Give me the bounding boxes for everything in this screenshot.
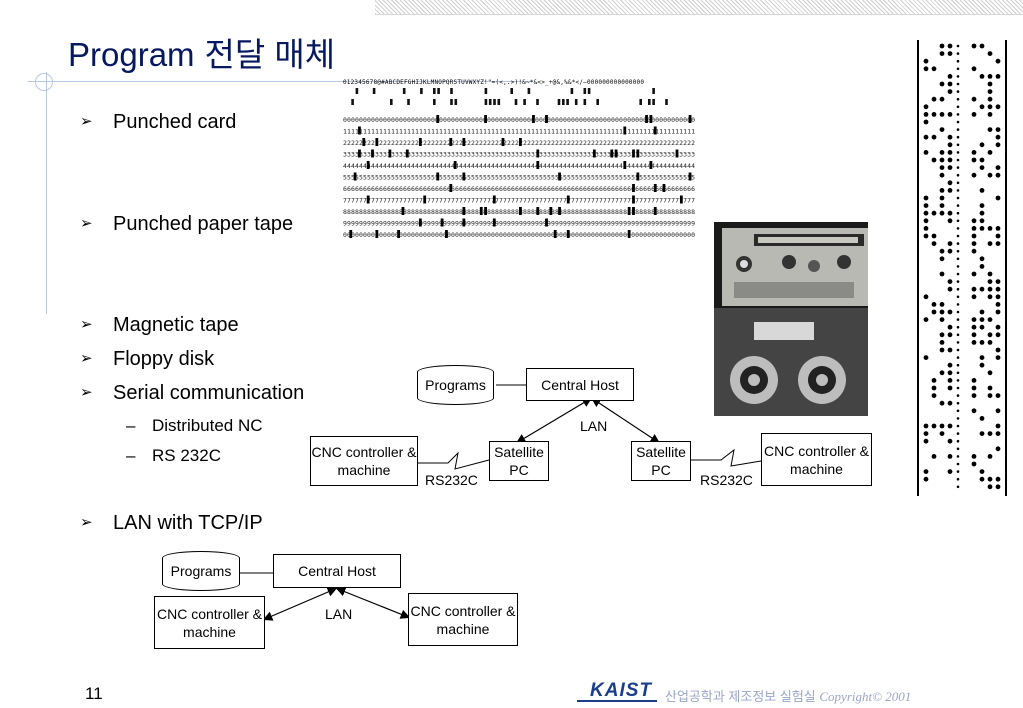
- diagram2-connectors: [240, 572, 411, 621]
- diagram1-connectors: [418, 384, 762, 470]
- arrow-bullet-icon: ➢: [80, 113, 93, 130]
- logo-underline: [577, 700, 657, 702]
- diagram1-satellite-left: Satellite PC: [489, 441, 549, 481]
- diagram2-central-host: Central Host: [273, 554, 401, 588]
- bullet-floppy: ➢ Floppy disk: [80, 348, 214, 371]
- diagram2-cnc-right: CNC controller & machine: [408, 593, 518, 646]
- bullet-label: LAN with TCP/IP: [113, 512, 263, 534]
- sub-bullet-label: Distributed NC: [152, 416, 263, 435]
- arrow-bullet-icon: ➢: [80, 384, 93, 401]
- svg-text:000000000000000000000000000000: 0000000000000000000000000000000000000000…: [343, 231, 695, 239]
- bullet-punched-card: ➢ Punched card: [80, 111, 236, 134]
- footer-credit: 산업공학과 제조정보 실험실 Copyright© 2001: [665, 686, 911, 705]
- bullet-serial: ➢ Serial communication: [80, 382, 304, 405]
- arrow-bullet-icon: ➢: [80, 316, 93, 333]
- footer-lab: 산업공학과 제조정보 실험실: [665, 689, 816, 704]
- diagram1-rs232c-left: RS232C: [425, 472, 478, 488]
- arrow-bullet-icon: ➢: [80, 350, 93, 367]
- bullet-label: Punched card: [113, 111, 237, 133]
- diagram1-cnc-right: CNC controller & machine: [761, 433, 872, 486]
- svg-text:999999999999999999999999999999: 9999999999999999999999999999999999999999…: [343, 220, 695, 228]
- bullet-punched-tape: ➢ Punched paper tape: [80, 213, 293, 236]
- diagram2-cnc-left: CNC controller & machine: [154, 596, 265, 649]
- bullet-label: Punched paper tape: [113, 213, 294, 235]
- accent-circle: [35, 73, 53, 91]
- dash-marker: –: [126, 416, 136, 435]
- magnetic-tape-photo: [714, 222, 868, 416]
- svg-text:333333333333333333333333333333: 3333333333333333333333333333333333333333…: [343, 151, 695, 159]
- paper-tape-strip: [916, 40, 1010, 496]
- title-underline: [28, 81, 533, 82]
- tape-reader-picture: [714, 222, 868, 416]
- diagram1-rs232c-right: RS232C: [700, 472, 753, 488]
- bullet-magnetic-tape: ➢ Magnetic tape: [80, 314, 239, 337]
- svg-text:000000000000000000000000000000: 0000000000000000000000000000000000000000…: [343, 116, 695, 124]
- diagram1-central-host: Central Host: [526, 368, 634, 401]
- bullet-lan: ➢ LAN with TCP/IP: [80, 512, 263, 535]
- sub-bullet-label: RS 232C: [152, 446, 221, 465]
- svg-text:444444444444444444444444444444: 4444444444444444444444444444444444444444…: [343, 162, 695, 170]
- card-header-text: 012345678@#ABCDEFGHIJKLMNOPQRSTUVWXYZ!"=…: [343, 79, 645, 86]
- footer-copyright: Copyright© 2001: [819, 689, 912, 704]
- diagram1-programs-db: Programs: [417, 365, 494, 405]
- svg-text:111111111111111111111111111111: 1111111111111111111111111111111111111111…: [343, 128, 695, 136]
- title-korean: 전달 매체: [204, 36, 336, 73]
- left-accent-line: [46, 72, 47, 314]
- bullet-label: Serial communication: [113, 382, 305, 404]
- bullet-label: Floppy disk: [113, 348, 215, 370]
- svg-text:666666666666666666666666666666: 6666666666666666666666666666666666666666…: [343, 185, 695, 193]
- diagram1-cnc-left: CNC controller & machine: [310, 436, 418, 486]
- punched-card-image: 012345678@#ABCDEFGHIJKLMNOPQRSTUVWXYZ!"=…: [343, 79, 698, 247]
- diagram2-programs-db: Programs: [162, 551, 240, 591]
- top-pattern-band: [375, 0, 1023, 15]
- sub-bullet-distributed-nc: –Distributed NC: [126, 416, 263, 436]
- kaist-logo: KAIST: [590, 680, 652, 701]
- diagram1-satellite-right: Satellite PC: [631, 441, 691, 481]
- title-latin: Program: [68, 36, 195, 73]
- arrow-bullet-icon: ➢: [80, 215, 93, 232]
- dash-marker: –: [126, 446, 136, 465]
- diagram2-lan-label: LAN: [325, 606, 353, 622]
- diagram1-lan-label: LAN: [580, 418, 608, 434]
- sub-bullet-rs232c: –RS 232C: [126, 446, 221, 466]
- arrow-bullet-icon: ➢: [80, 514, 93, 531]
- punched-paper-tape-image: [916, 40, 1010, 496]
- svg-text:555555555555555555555555555555: 5555555555555555555555555555555555555555…: [343, 174, 695, 182]
- bullet-label: Magnetic tape: [113, 314, 239, 336]
- page-number: 11: [85, 684, 103, 703]
